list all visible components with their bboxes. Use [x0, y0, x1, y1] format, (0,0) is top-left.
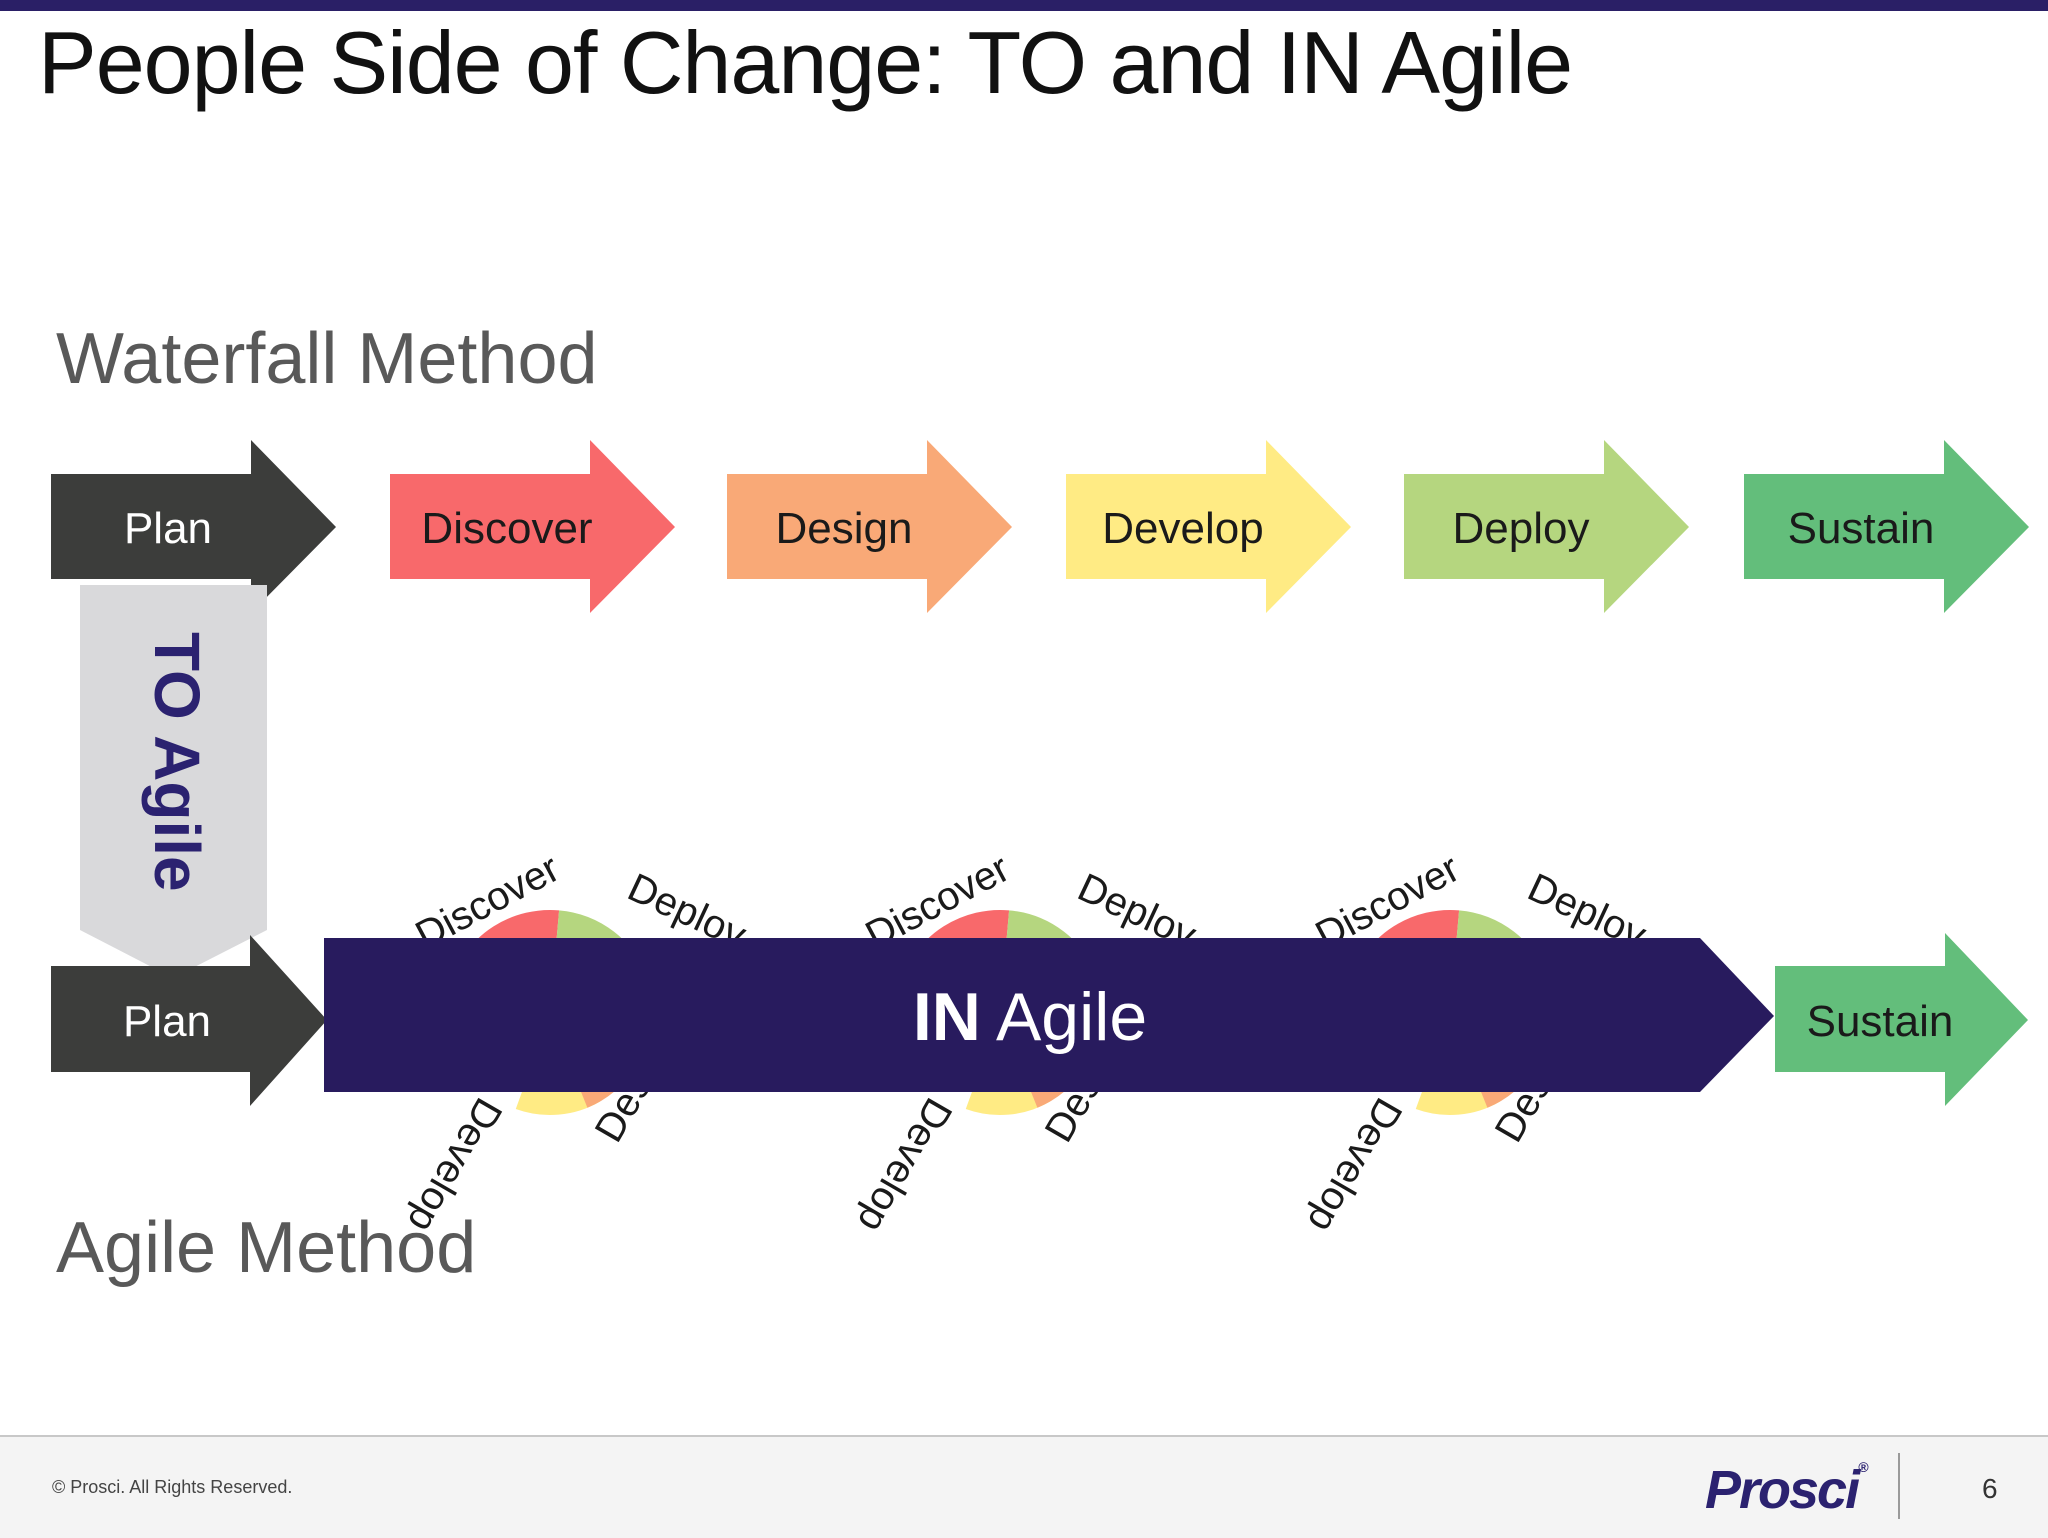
agile-stage-row: Plan IN Agile Sustain — [51, 933, 2028, 1106]
to-agile-label: TO Agile — [141, 632, 213, 892]
waterfall-arrow-develop — [1066, 440, 1351, 613]
cycle-deploy-segment — [1005, 910, 1074, 940]
waterfall-label-plan: Plan — [124, 504, 212, 553]
prosci-logo: Prosci® — [1705, 1459, 1869, 1521]
waterfall-arrow-deploy — [1404, 440, 1689, 613]
slide-title: People Side of Change: TO and IN Agile — [38, 13, 1573, 112]
agile-sustain-arrow — [1775, 933, 2028, 1106]
copyright-text: © Prosci. All Rights Reserved. — [52, 1477, 293, 1497]
cycle-label-develop: Develop — [399, 1091, 510, 1240]
slide-footer: © Prosci. All Rights Reserved. Prosci® 6 — [0, 1435, 2048, 1538]
waterfall-label-sustain: Sustain — [1788, 504, 1935, 553]
agile-sustain-label: Sustain — [1807, 997, 1954, 1046]
to-agile-arrow-shape — [80, 585, 267, 978]
cycle-deploy-segment — [1455, 910, 1524, 940]
waterfall-label-develop: Develop — [1102, 504, 1263, 553]
in-agile-label: IN Agile — [913, 979, 1147, 1055]
in-agile-arrow — [324, 938, 1774, 1092]
waterfall-stage-row: Plan Discover Design Develop Deploy Sustain — [51, 440, 2029, 613]
cycle-label-develop: Develop — [849, 1091, 960, 1240]
to-agile-arrow: TO Agile — [80, 585, 267, 978]
in-agile-rest: Agile — [981, 979, 1147, 1055]
cycle-deploy-segment — [555, 910, 624, 940]
top-accent-bar — [0, 0, 2048, 11]
page-number: 6 — [1982, 1473, 1998, 1504]
waterfall-label-discover: Discover — [421, 504, 592, 553]
agile-plan-label: Plan — [123, 997, 211, 1046]
agile-method-label: Agile Method — [56, 1208, 477, 1288]
in-agile-bold: IN — [913, 979, 981, 1055]
waterfall-label-deploy: Deploy — [1453, 504, 1590, 553]
cycle-label-develop: Develop — [1299, 1091, 1410, 1240]
waterfall-label-design: Design — [776, 504, 913, 553]
logo-text: Prosci — [1705, 1460, 1860, 1520]
footer-divider — [1898, 1453, 1900, 1519]
waterfall-arrow-design — [727, 440, 1012, 613]
waterfall-arrow-discover — [390, 440, 675, 613]
agile-plan-arrow — [51, 935, 327, 1106]
registered-mark: ® — [1858, 1459, 1868, 1475]
waterfall-arrow-sustain — [1744, 440, 2029, 613]
waterfall-arrow-plan — [51, 440, 336, 613]
waterfall-method-label: Waterfall Method — [56, 319, 598, 399]
